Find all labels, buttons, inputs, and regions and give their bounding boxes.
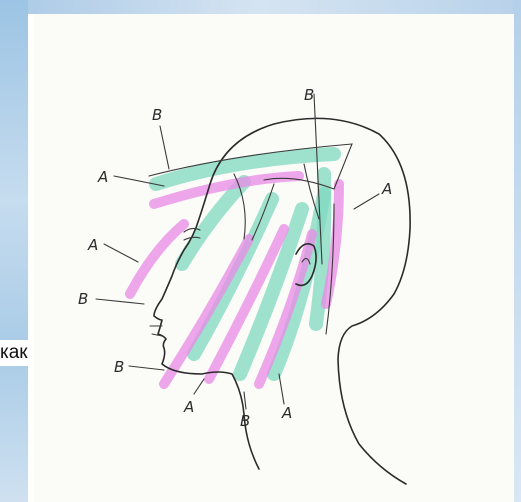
label-b-top-left: B [152, 106, 162, 124]
slide-left-decoration [0, 0, 28, 502]
head-sketch-diagram: B B A A A B B A B A [34, 14, 514, 502]
label-a-mid-left: A [87, 236, 98, 254]
label-b-lower-left: B [114, 358, 124, 376]
label-a-upper-right: A [381, 180, 392, 198]
slide-right-decoration [513, 0, 521, 502]
label-a-upper-left: A [97, 168, 108, 186]
side-caption-text: как [0, 340, 31, 366]
label-a-bottom-1: A [183, 398, 194, 416]
label-a-bottom-2: A [281, 404, 292, 422]
head-sketch-svg: B B A A A B B A B A [34, 14, 514, 502]
label-b-bottom: B [240, 412, 250, 430]
label-b-top-right: B [304, 86, 314, 104]
slide-top-decoration [0, 0, 521, 14]
label-b-mid-left: B [78, 290, 88, 308]
